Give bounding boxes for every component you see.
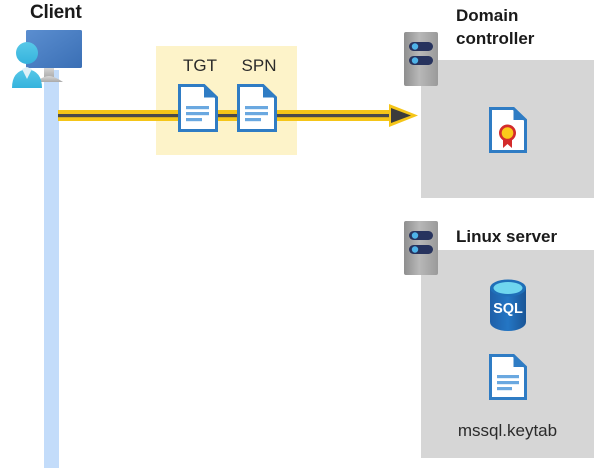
linux-server-server-icon <box>404 221 438 275</box>
domain-controller-label: Domain controller <box>456 4 596 50</box>
tgt-label: TGT <box>183 56 217 75</box>
keytab-document-icon <box>489 354 527 400</box>
domain-controller-label-line1: Domain <box>456 6 519 25</box>
certificate-document-icon <box>489 107 527 153</box>
linux-server-label: Linux server <box>456 227 558 246</box>
domain-controller-label-line2: controller <box>456 29 535 48</box>
domain-controller-server-icon <box>404 32 438 86</box>
sql-database-icon: SQL <box>486 279 530 331</box>
client-label: Client <box>30 2 82 23</box>
flow-arrow <box>58 104 418 128</box>
tgt-document-icon <box>178 84 218 132</box>
user-with-monitor-icon <box>8 26 100 92</box>
spn-label: SPN <box>241 56 277 75</box>
client-lifeline <box>44 70 59 468</box>
spn-document-icon <box>237 84 277 132</box>
sql-icon-text: SQL <box>493 301 523 317</box>
keytab-filename-label: mssql.keytab <box>457 421 558 440</box>
